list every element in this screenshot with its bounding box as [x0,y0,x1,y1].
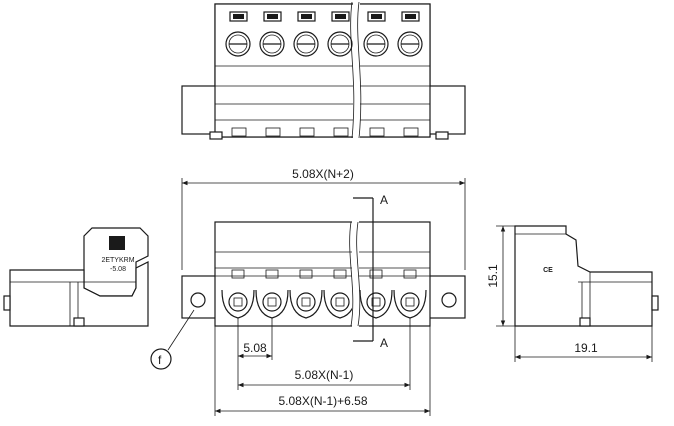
section-marker-top: A [380,193,388,207]
overall-width-label: 5.08X(N+2) [292,167,354,181]
front-view-wire-entries [221,289,427,319]
logo-mark [109,236,125,250]
pitch-label: 5.08 [243,341,267,355]
front-view: A A f [150,193,466,370]
dimension-span: 5.08X(N-1) [238,318,411,390]
dimension-body-width: 5.08X(N-1)+6.58 [214,326,431,416]
dimension-pitch: 5.08 [237,318,273,390]
front-view-body [214,221,431,327]
dimension-height: 15.1 [486,225,515,327]
flange-marker: f [158,353,162,367]
front-view-pin-slots [231,269,417,279]
top-view-housing [214,3,431,138]
side-label-line1: 2ETYKRM [101,257,134,264]
ce-mark: CE [543,267,553,274]
body-width-label: 5.08X(N-1)+6.58 [278,394,367,408]
front-view-break-lines [349,220,361,328]
dimension-overall-width: 5.08X(N+2) [181,167,466,270]
flange-marker-circle [150,348,172,370]
top-view-screws [225,31,423,57]
right-mounting-hole [441,292,457,308]
height-label: 15.1 [486,264,500,288]
section-line-a-a: A A [353,193,388,350]
top-view [181,0,466,140]
span-label: 5.08X(N-1) [295,368,354,382]
dimension-depth: 19.1 [514,326,653,362]
top-view-pin-row [209,127,449,140]
left-side-view: 2ETYKRM -5.08 [3,227,149,327]
side-label-line2: -5.08 [110,266,126,273]
flange-callout: f [150,309,195,370]
section-marker-bottom: A [380,336,388,350]
top-view-break-lines [350,0,362,140]
right-side-view: CE 15.1 19.1 [486,225,659,362]
right-side-body [514,225,653,327]
left-mounting-hole [190,292,206,308]
depth-label: 19.1 [574,341,598,355]
top-view-latch-tabs [229,11,420,22]
